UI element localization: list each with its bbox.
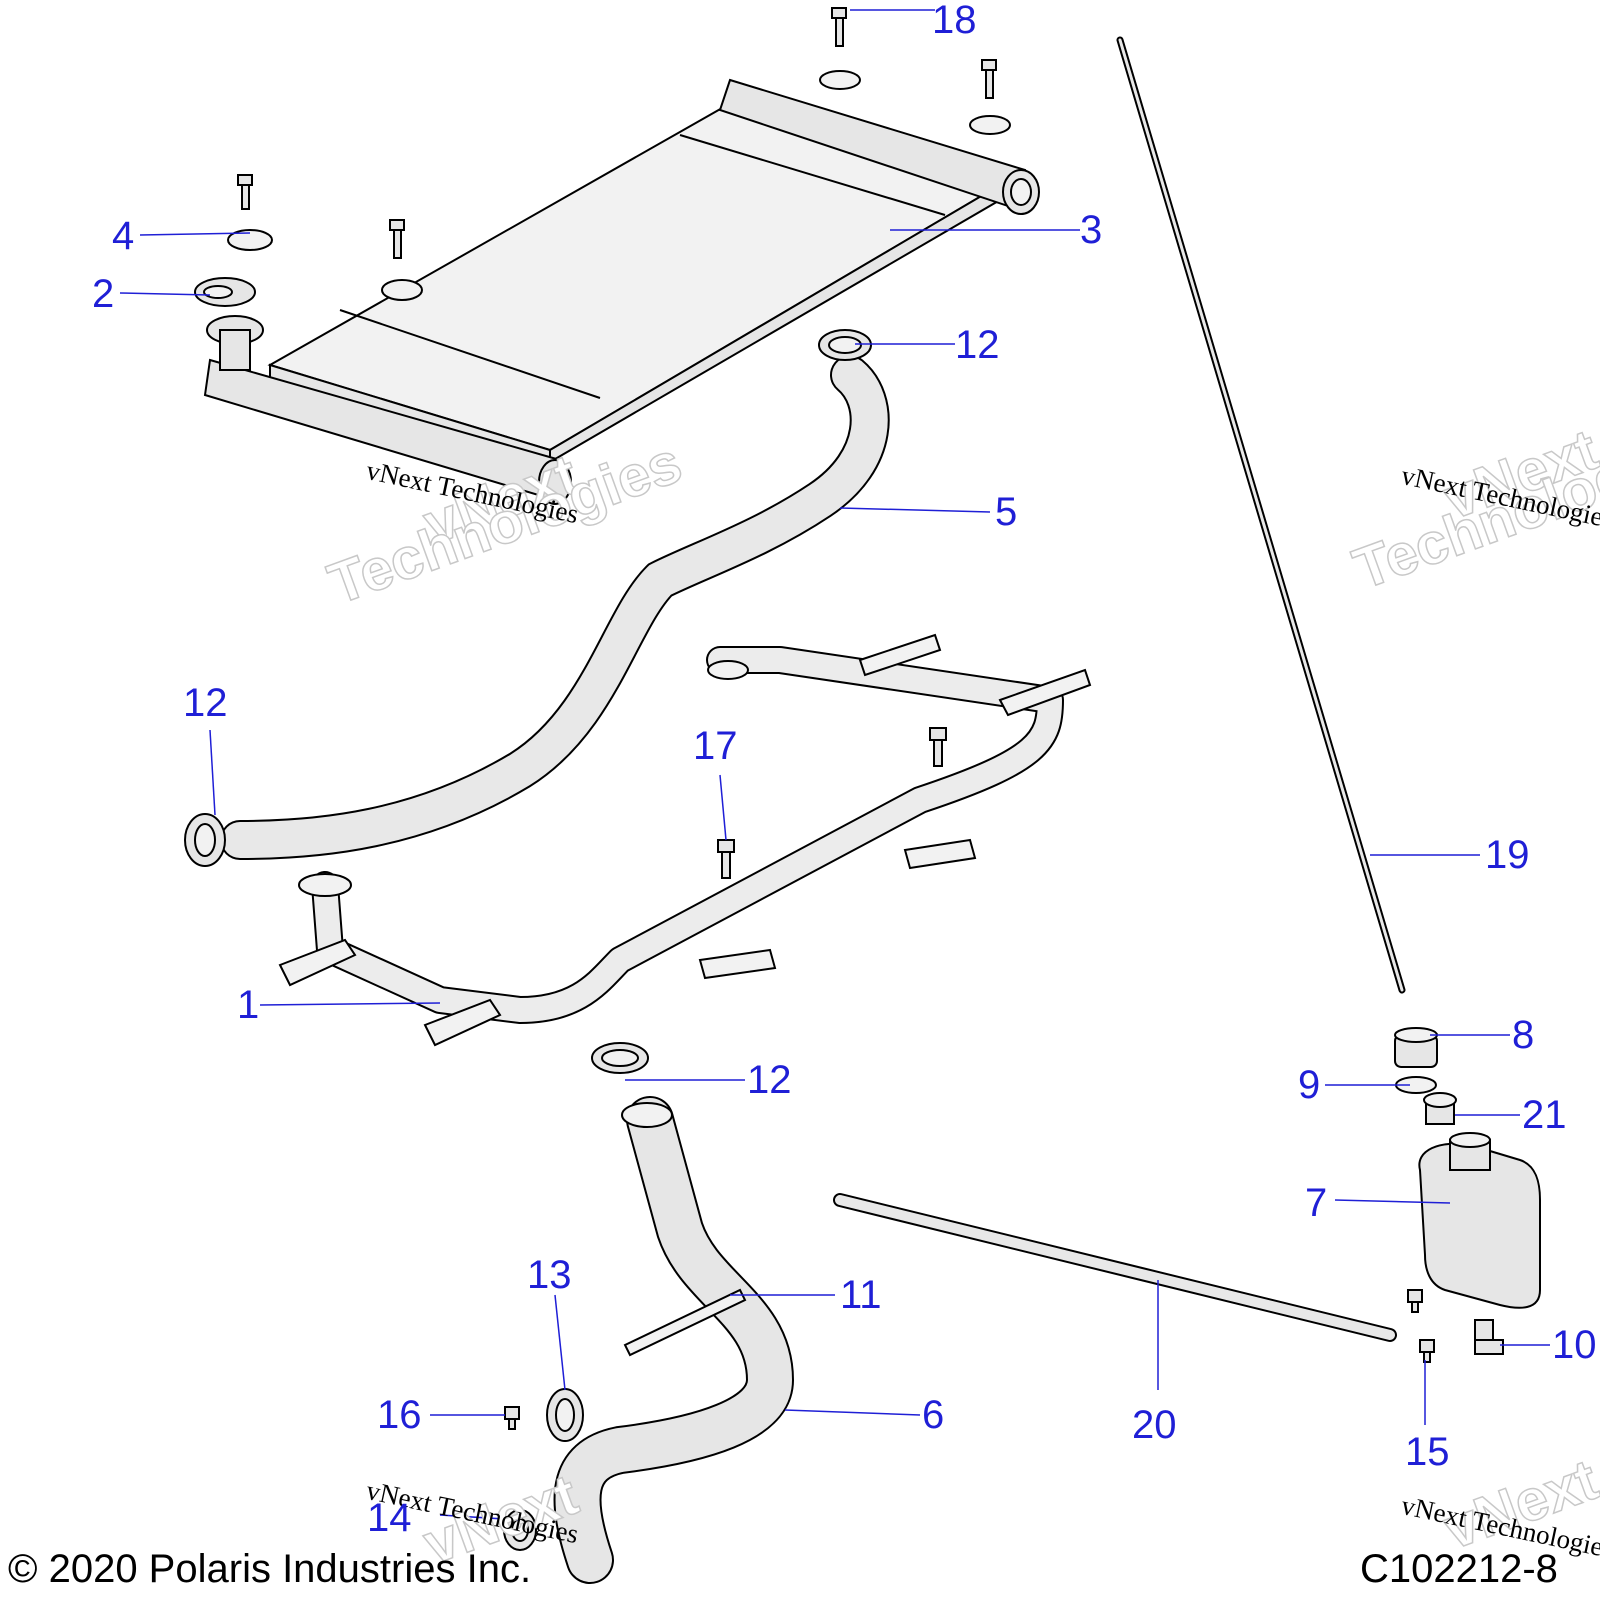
drawing-number: C102212-8 — [1360, 1547, 1558, 1591]
mounting-tab — [423, 998, 502, 1047]
washer-icon — [969, 115, 1011, 135]
callout-5: 5 — [995, 490, 1018, 534]
hose-clamp — [591, 1042, 649, 1074]
mounting-tab — [858, 633, 942, 677]
callout-21: 21 — [1522, 1093, 1567, 1137]
callout-14: 14 — [367, 1496, 412, 1540]
hose-clamp — [184, 813, 226, 867]
bolt-icon — [831, 7, 847, 47]
callout-4: 4 — [112, 214, 135, 258]
callout-7: 7 — [1305, 1181, 1328, 1225]
radiator-lower-tank — [203, 315, 572, 505]
radiator-upper-tank — [718, 78, 1040, 215]
mounting-tab — [903, 838, 977, 870]
mounting-tab — [278, 938, 357, 987]
coolant-recovery-bottle — [1418, 1132, 1541, 1309]
callout-17: 17 — [693, 724, 738, 768]
callout-1: 1 — [237, 983, 260, 1027]
callout-2: 2 — [92, 272, 115, 316]
callout-18: 18 — [932, 0, 977, 42]
callout-15: 15 — [1405, 1430, 1450, 1474]
screw-icon — [1407, 1289, 1423, 1313]
p-clamp — [546, 1388, 584, 1442]
callout-19: 19 — [1485, 833, 1530, 877]
mounting-tab — [698, 948, 777, 980]
callout-3: 3 — [1080, 208, 1103, 252]
callout-9: 9 — [1298, 1063, 1321, 1107]
bolt-icon — [389, 219, 405, 259]
screw-icon — [1419, 1339, 1435, 1363]
callout-12: 12 — [747, 1058, 792, 1102]
bolt-icon — [981, 59, 997, 99]
hose-guard — [623, 1288, 747, 1357]
callout-11: 11 — [840, 1273, 882, 1317]
callout-6: 6 — [922, 1393, 945, 1437]
callout-8: 8 — [1512, 1013, 1535, 1057]
callout-20: 20 — [1132, 1403, 1177, 1447]
washer-icon — [227, 229, 273, 251]
bottle-cap — [1394, 1027, 1438, 1068]
callout-13: 13 — [527, 1253, 572, 1297]
mounting-tab — [998, 668, 1092, 717]
washer-icon — [381, 279, 423, 301]
filler-neck — [1423, 1092, 1457, 1125]
bolt-icon — [237, 174, 253, 210]
coolant-tube-assembly — [311, 646, 1064, 1024]
washer-icon — [819, 70, 861, 90]
callout-12: 12 — [955, 323, 1000, 367]
elbow-fitting — [1474, 1319, 1504, 1355]
leader-lines — [119, 9, 1550, 1521]
bolt-icon — [717, 839, 735, 879]
callout-12: 12 — [183, 681, 228, 725]
hose-clamp — [818, 329, 872, 361]
bolt-icon — [929, 727, 947, 767]
copyright-text: © 2020 Polaris Industries Inc. — [8, 1547, 532, 1591]
screw-icon — [504, 1406, 520, 1430]
callout-16: 16 — [377, 1393, 422, 1437]
callout-10: 10 — [1552, 1323, 1597, 1367]
